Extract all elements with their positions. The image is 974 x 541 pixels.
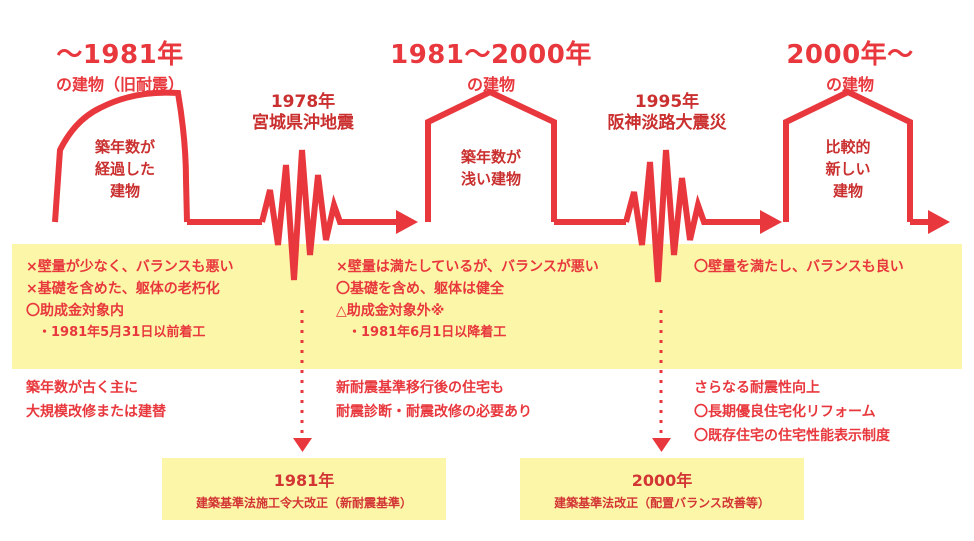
header-old-title: 〜1981年: [56, 40, 184, 70]
arrow-head-1: [396, 210, 418, 234]
law-box-2000: 2000年 建築基準法改正（配置バランス改善等）: [520, 458, 804, 520]
header-new-subtitle: の建物: [825, 75, 874, 94]
note-new: さらなる耐震性向上 〇長期優良住宅化リフォーム 〇既存住宅の住宅性能表示制度: [694, 380, 890, 444]
note-old: 築年数が古く主に 大規模改修または建替: [26, 380, 166, 420]
new-building-label: 比較的 新しい 建物: [825, 138, 871, 200]
header-new-title: 2000年〜: [786, 40, 914, 70]
condition-old: ×壁量が少なく、バランスも悪い ×基礎を含めた、躯体の老朽化 〇助成金対象内 ・…: [26, 259, 234, 340]
arrow-head-2: [760, 210, 782, 234]
header-old: 〜1981年 の建物（旧耐震）: [20, 34, 220, 95]
event-1978-name: 宮城県沖地震: [252, 113, 354, 133]
event-1995-name: 阪神淡路大震災: [607, 113, 727, 133]
event-1995: 1995年 阪神淡路大震災: [582, 92, 752, 134]
law-2000-year: 2000年: [631, 471, 693, 490]
law-2000-desc: 建築基準法改正（配置バランス改善等）: [554, 496, 770, 510]
header-new: 2000年〜 の建物: [770, 34, 930, 95]
law-1981-desc: 建築基準法施工令大改正（新耐震基準）: [195, 496, 412, 510]
law-box-1981: 1981年 建築基準法施工令大改正（新耐震基準）: [162, 458, 446, 520]
law-1981-year: 1981年: [273, 471, 335, 490]
header-mid-subtitle: の建物: [466, 75, 515, 94]
event-1978: 1978年 宮城県沖地震: [228, 92, 378, 134]
mid-building-outline: [425, 88, 557, 222]
arrow-head-3: [928, 210, 950, 234]
seismic-wave-1995: [623, 149, 762, 283]
header-mid-title: 1981〜2000年: [390, 40, 592, 70]
condition-new: 〇壁量を満たし、バランスも良い: [694, 259, 904, 275]
note-mid: 新耐震基準移行後の住宅も 耐震診断・耐震改修の必要あり: [336, 380, 532, 420]
header-old-subtitle: の建物（旧耐震）: [55, 75, 184, 94]
down-arrow-2000: [652, 438, 671, 452]
header-mid: 1981〜2000年 の建物: [378, 34, 604, 95]
seismic-wave-1978: [259, 149, 398, 281]
mid-building-label: 築年数が 浅い建物: [460, 148, 521, 188]
event-1995-year: 1995年: [634, 92, 700, 112]
condition-band: [12, 244, 962, 369]
old-building-outline: [52, 89, 190, 223]
event-1978-year: 1978年: [270, 92, 336, 112]
down-arrow-1981: [293, 438, 312, 452]
new-building-outline: [783, 88, 913, 222]
old-building-label: 築年数が 経過した 建物: [94, 138, 155, 200]
condition-mid: ×壁量は満たしているが、バランスが悪い 〇基礎を含め、躯体は健全 △助成金対象外…: [336, 259, 599, 340]
